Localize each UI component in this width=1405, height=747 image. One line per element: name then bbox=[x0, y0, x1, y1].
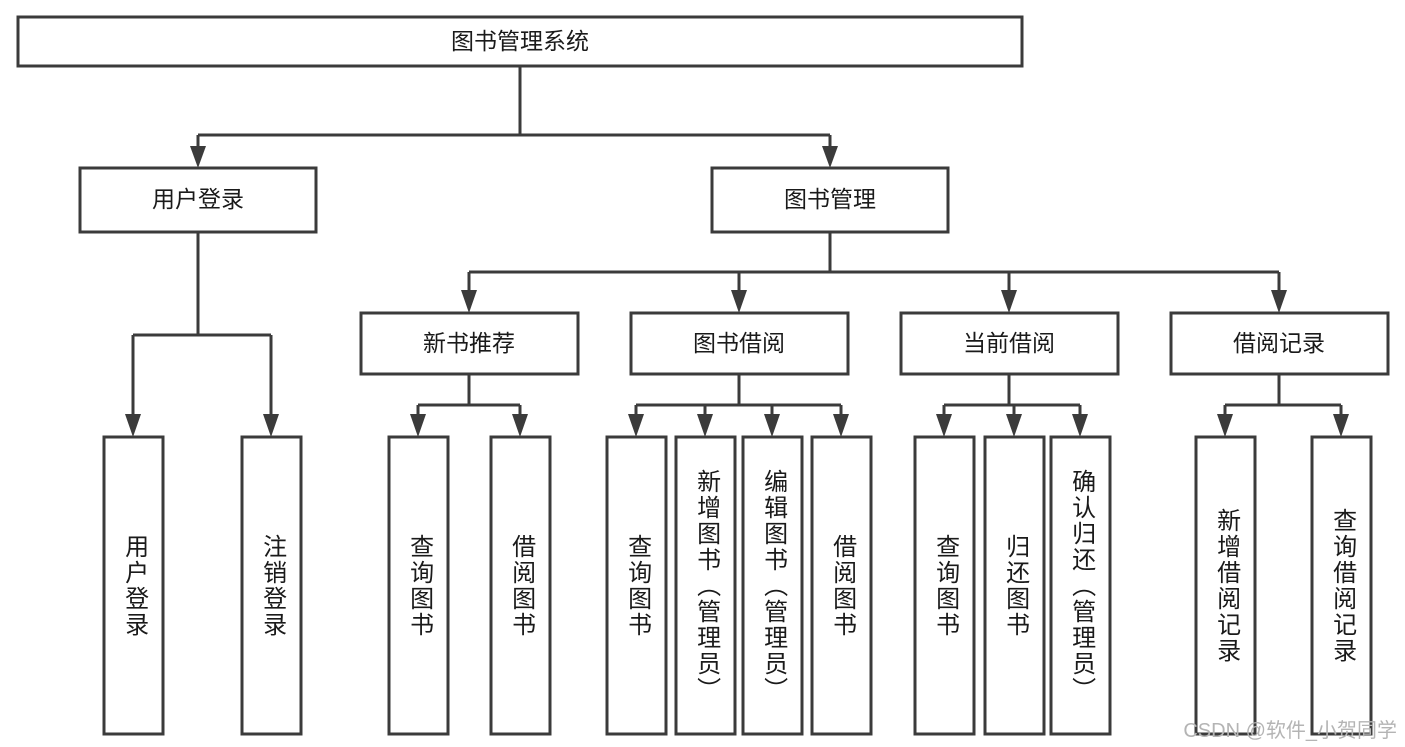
node-book-borrow[interactable] bbox=[629, 311, 850, 376]
leaf-book-borrow-4[interactable] bbox=[810, 435, 873, 736]
node-boxes: 图书管理系统 用户登录 图书管理 新书推荐 图书借阅 当前借阅 借阅记录 bbox=[16, 15, 1390, 736]
arrow-head-currentborrow-leaf-2 bbox=[1006, 414, 1022, 437]
leaf-user-login-2[interactable] bbox=[240, 435, 303, 736]
arrow-head-newbook-leaf-2 bbox=[512, 414, 528, 437]
arrow-head-user-login bbox=[190, 146, 206, 168]
leaf-book-borrow-3[interactable] bbox=[741, 435, 804, 736]
leaf-current-borrow-3[interactable] bbox=[1049, 435, 1112, 736]
leaf-book-borrow-1[interactable] bbox=[605, 435, 668, 736]
leaf-borrow-record-1[interactable] bbox=[1194, 435, 1257, 736]
leaf-book-borrow-2[interactable] bbox=[674, 435, 737, 736]
node-new-book-recommend[interactable] bbox=[359, 311, 580, 376]
arrow-head-borrowrecord-leaf-1 bbox=[1217, 414, 1233, 437]
connectors bbox=[125, 66, 1349, 437]
node-new-book-recommend-label: 新书推荐 bbox=[423, 330, 515, 356]
node-book-manage[interactable] bbox=[710, 166, 950, 234]
node-root-label: 图书管理系统 bbox=[451, 28, 589, 54]
node-user-login-label: 用户登录 bbox=[152, 186, 244, 212]
leaf-current-borrow-2[interactable] bbox=[983, 435, 1046, 736]
node-borrow-record-label: 借阅记录 bbox=[1233, 330, 1325, 356]
arrow-head-borrow-record bbox=[1271, 290, 1287, 313]
arrow-head-book-manage bbox=[822, 146, 838, 168]
arrow-head-leaf-logout bbox=[263, 414, 279, 437]
arrow-head-bookborrow-leaf-2 bbox=[697, 414, 713, 437]
arrow-head-new-book bbox=[461, 290, 477, 313]
node-book-borrow-label: 图书借阅 bbox=[693, 330, 785, 356]
leaf-new-book-2[interactable] bbox=[489, 435, 552, 736]
arrow-head-leaf-user-login bbox=[125, 414, 141, 437]
node-book-manage-label: 图书管理 bbox=[784, 186, 876, 212]
arrow-head-currentborrow-leaf-1 bbox=[936, 414, 952, 437]
node-borrow-record[interactable] bbox=[1169, 311, 1390, 376]
node-user-login[interactable] bbox=[78, 166, 318, 234]
node-current-borrow-label: 当前借阅 bbox=[963, 330, 1055, 356]
watermark: CSDN @软件_小贺同学 bbox=[1183, 720, 1397, 742]
leaf-new-book-1[interactable] bbox=[387, 435, 450, 736]
node-root[interactable] bbox=[16, 15, 1024, 68]
arrow-head-bookborrow-leaf-1 bbox=[628, 414, 644, 437]
arrow-head-book-borrow bbox=[731, 290, 747, 313]
arrow-head-current-borrow bbox=[1001, 290, 1017, 313]
arrow-head-borrowrecord-leaf-2 bbox=[1333, 414, 1349, 437]
leaf-current-borrow-1[interactable] bbox=[913, 435, 976, 736]
arrow-head-newbook-leaf-1 bbox=[410, 414, 426, 437]
leaf-user-login-1[interactable] bbox=[102, 435, 165, 736]
arrow-head-currentborrow-leaf-3 bbox=[1072, 414, 1088, 437]
node-current-borrow[interactable] bbox=[899, 311, 1120, 376]
arrow-head-bookborrow-leaf-4 bbox=[833, 414, 849, 437]
arrow-head-bookborrow-leaf-3 bbox=[764, 414, 780, 437]
leaf-borrow-record-2[interactable] bbox=[1310, 435, 1373, 736]
